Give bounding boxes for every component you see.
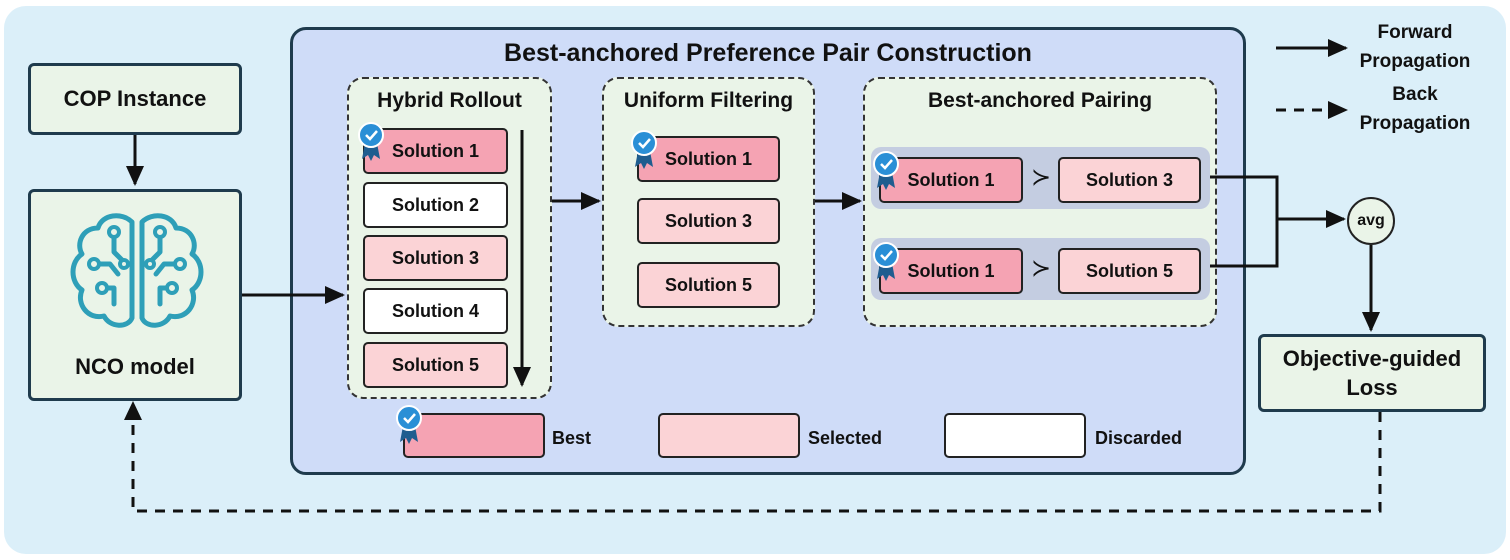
hybrid-rollout-title: Hybrid Rollout bbox=[377, 89, 522, 112]
back-propagation-line bbox=[131, 408, 1382, 513]
filtered-solution-3: Solution 3 bbox=[637, 198, 780, 244]
best-badge-icons bbox=[358, 122, 899, 444]
pair-1-winner: Solution 1 bbox=[879, 157, 1023, 203]
legend-best-label: Best bbox=[552, 428, 592, 448]
rollout-solution-3: Solution 3 bbox=[363, 235, 508, 281]
nco-model-label: NCO model bbox=[75, 354, 195, 379]
forward-legend-line-2: Propagation bbox=[1359, 51, 1471, 72]
back-legend-line-1: Back bbox=[1392, 84, 1438, 105]
legend-discarded-label: Discarded bbox=[1095, 428, 1183, 448]
badge-icon bbox=[396, 405, 422, 444]
pair-2-preference-symbol: ≻ bbox=[1030, 255, 1052, 282]
panel-title: Best-anchored Preference Pair Constructi… bbox=[504, 39, 1032, 67]
pair-1-preference-symbol: ≻ bbox=[1030, 164, 1052, 191]
uniform-filtering-title: Uniform Filtering bbox=[623, 89, 794, 112]
pairing-title: Best-anchored Pairing bbox=[927, 89, 1153, 112]
cop-instance-box: COP Instance bbox=[28, 63, 242, 135]
pair-1-to-avg-line bbox=[1210, 175, 1279, 268]
back-legend-line-2: Propagation bbox=[1359, 113, 1471, 134]
pair-1-loser: Solution 3 bbox=[1058, 157, 1201, 203]
filtered-solution-5: Solution 5 bbox=[637, 262, 780, 308]
legend-discarded-swatch bbox=[944, 413, 1086, 458]
badge-icon bbox=[873, 151, 899, 190]
rollout-solution-2: Solution 2 bbox=[363, 182, 508, 228]
legend-selected-label: Selected bbox=[808, 428, 883, 448]
pair-2-winner: Solution 1 bbox=[879, 248, 1023, 294]
back-propagation-arrowhead bbox=[124, 401, 142, 420]
objective-guided-loss-box: Objective-guided Loss bbox=[1258, 334, 1486, 412]
brain-circuit-icon bbox=[70, 213, 204, 328]
rollout-solution-1: Solution 1 bbox=[363, 128, 508, 174]
badge-icon bbox=[358, 122, 384, 161]
rollout-solution-4: Solution 4 bbox=[363, 288, 508, 334]
legend-best-swatch bbox=[403, 413, 545, 458]
rollout-solution-5: Solution 5 bbox=[363, 342, 508, 388]
nco-model-box: NCO model bbox=[28, 189, 242, 401]
badge-icon bbox=[873, 242, 899, 281]
avg-node: avg bbox=[1347, 197, 1395, 245]
badge-icon bbox=[631, 130, 657, 169]
pair-2-loser: Solution 5 bbox=[1058, 248, 1201, 294]
legend-selected-swatch bbox=[658, 413, 800, 458]
forward-legend-line-1: Forward bbox=[1377, 22, 1453, 43]
